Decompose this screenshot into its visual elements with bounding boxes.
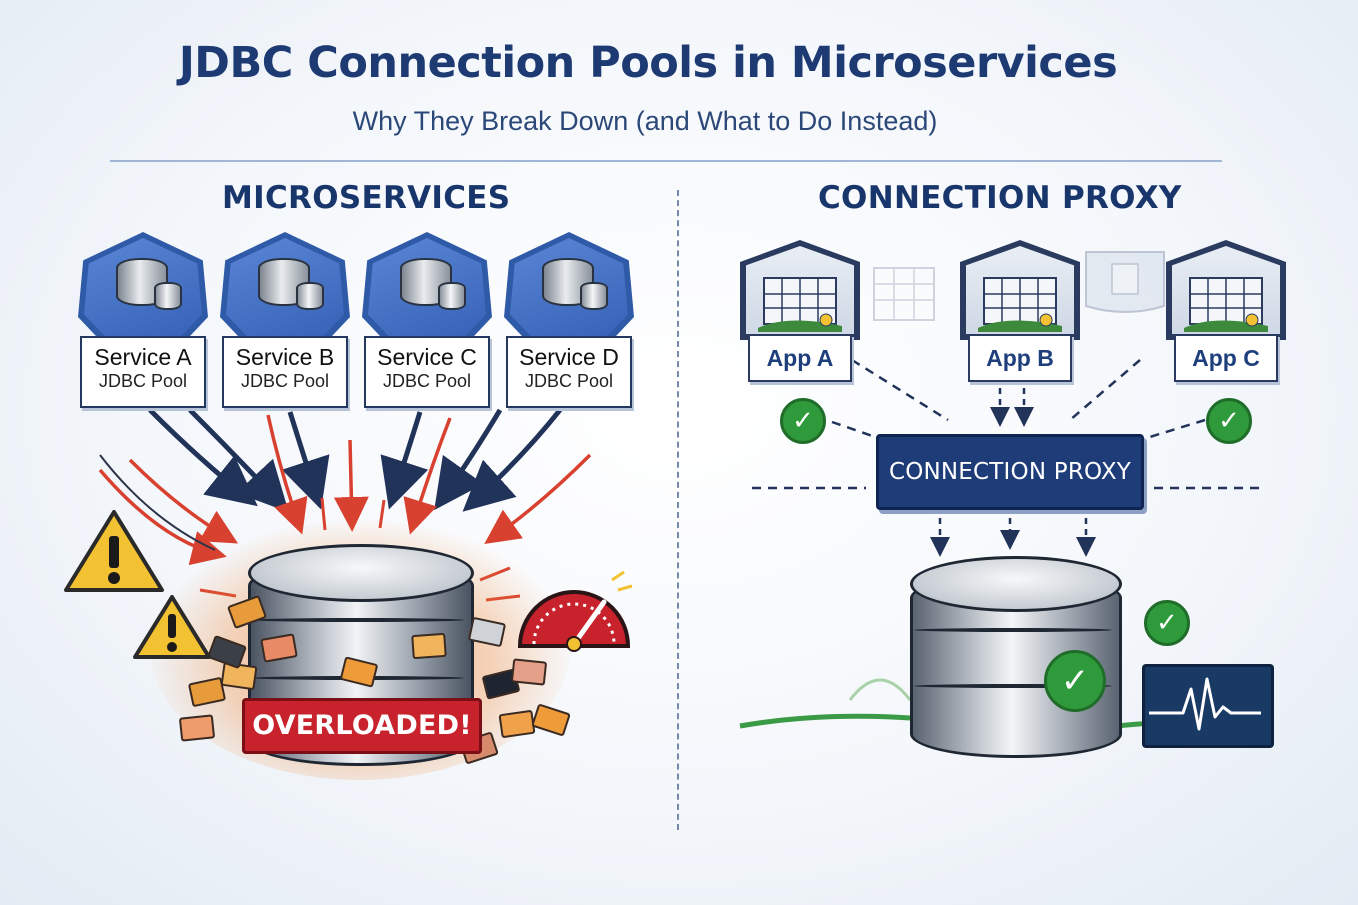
heading-microservices: MICROSERVICES <box>222 180 511 216</box>
thin-arc <box>99 454 216 551</box>
gauge-icon <box>517 570 633 652</box>
check-icon: ✓ <box>1144 600 1190 646</box>
service-card-c: Service C JDBC Pool <box>360 232 494 408</box>
service-name: Service D <box>519 344 619 370</box>
service-label: Service D JDBC Pool <box>506 336 632 408</box>
service-name: Service A <box>94 344 192 370</box>
bush-left <box>848 678 912 701</box>
service-pool: JDBC Pool <box>98 371 188 391</box>
service-name: Service C <box>377 344 477 370</box>
heartbeat-line <box>1149 677 1261 731</box>
overloaded-badge: OVERLOADED! <box>242 698 482 754</box>
page-title: JDBC Connection Pools in Microservices <box>178 38 1118 88</box>
database-icon <box>154 282 182 310</box>
check-icon: ✓ <box>1044 650 1106 712</box>
service-label: Service B JDBC Pool <box>222 336 348 408</box>
section-divider <box>677 190 679 830</box>
database-icon <box>296 282 324 310</box>
service-card-a: Service A JDBC Pool <box>76 232 210 408</box>
faded-building-icon <box>1085 251 1165 313</box>
app-card-b: App B <box>960 240 1080 390</box>
title-rule <box>110 160 1222 162</box>
check-icon: ✓ <box>780 398 826 444</box>
warning-icon <box>133 595 211 659</box>
service-label: Service A JDBC Pool <box>80 336 206 408</box>
building-icon <box>978 277 1062 332</box>
database-icon <box>580 282 608 310</box>
check-icon: ✓ <box>1206 398 1252 444</box>
heartbeat-monitor-icon <box>1142 664 1274 748</box>
page-subtitle: Why They Break Down (and What to Do Inst… <box>352 106 938 136</box>
overload-arrows <box>98 414 592 566</box>
app-to-proxy-lines <box>752 358 1262 490</box>
app-label: App C <box>1174 334 1278 382</box>
app-label: App B <box>968 334 1072 382</box>
app-card-a: App A <box>740 240 860 390</box>
app-card-c: App C <box>1166 240 1286 390</box>
grass-left <box>739 713 911 729</box>
service-name: Service B <box>235 344 335 370</box>
service-pool: JDBC Pool <box>524 371 614 391</box>
service-card-d: Service D JDBC Pool <box>502 232 636 408</box>
heading-connection-proxy: CONNECTION PROXY <box>818 180 1182 216</box>
building-icon <box>758 277 842 332</box>
faded-building-icon <box>873 267 935 321</box>
service-pool: JDBC Pool <box>382 371 472 391</box>
connection-proxy-box: CONNECTION PROXY <box>876 434 1144 510</box>
app-label: App A <box>748 334 852 382</box>
service-pool: JDBC Pool <box>240 371 330 391</box>
service-label: Service C JDBC Pool <box>364 336 490 408</box>
proxy-down-arrows <box>930 388 1096 557</box>
service-card-b: Service B JDBC Pool <box>218 232 352 408</box>
database-icon <box>438 282 466 310</box>
database-top <box>910 556 1122 612</box>
building-icon <box>1184 277 1268 332</box>
database-top <box>248 544 474 602</box>
warning-icon <box>64 510 164 592</box>
service-arrows <box>148 408 562 513</box>
